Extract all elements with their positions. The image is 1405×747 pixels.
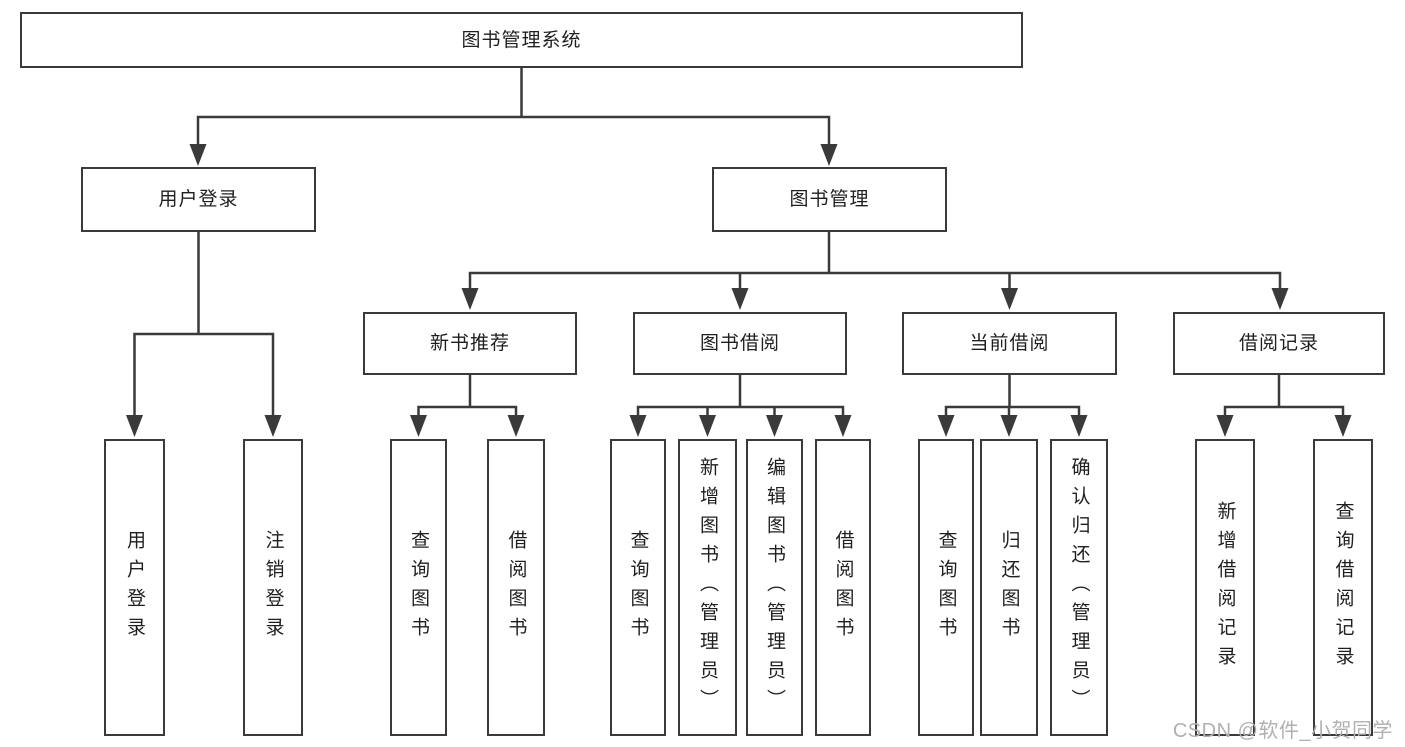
node-borrowing-records: 借阅记录 xyxy=(1173,312,1385,375)
node-return-books: 归还图书 xyxy=(980,439,1038,736)
node-query-books-recommend: 查询图书 xyxy=(390,439,447,736)
node-edit-books-admin-label: 编辑图书（管理员） xyxy=(764,457,785,718)
node-borrow-books-recommend: 借阅图书 xyxy=(487,439,545,736)
node-query-books-borrowing-label: 查询图书 xyxy=(627,529,649,646)
node-borrow-books-recommend-label: 借阅图书 xyxy=(505,529,527,646)
node-edit-books-admin: 编辑图书（管理员） xyxy=(746,439,803,736)
node-borrow-books-borrowing: 借阅图书 xyxy=(815,439,871,736)
node-book-borrowing-label: 图书借阅 xyxy=(699,333,780,354)
node-book-borrowing: 图书借阅 xyxy=(633,312,847,375)
node-query-books-current-label: 查询图书 xyxy=(935,529,957,646)
edge-book-management-children xyxy=(461,230,1289,310)
node-query-books-current: 查询图书 xyxy=(918,439,974,736)
node-current-borrowing-label: 当前借阅 xyxy=(969,333,1050,354)
edge-current-borrowing-children xyxy=(937,373,1088,437)
csdn-watermark: CSDN @软件_小贺同学 xyxy=(1172,720,1393,742)
node-new-book-recommend-label: 新书推荐 xyxy=(429,333,510,354)
node-logout: 注销登录 xyxy=(243,439,303,736)
node-return-books-label: 归还图书 xyxy=(998,529,1020,646)
edge-borrowing-records-children xyxy=(1216,373,1352,437)
node-book-management: 图书管理 xyxy=(712,167,947,232)
node-query-books-recommend-label: 查询图书 xyxy=(408,529,429,646)
node-root-label: 图书管理系统 xyxy=(461,29,582,51)
node-query-borrow-record-label: 查询借阅记录 xyxy=(1332,500,1354,675)
node-book-management-label: 图书管理 xyxy=(789,189,870,210)
edge-new-book-recommend-children xyxy=(410,373,525,437)
node-query-books-borrowing: 查询图书 xyxy=(610,439,666,736)
node-confirm-return-admin: 确认归还（管理员） xyxy=(1050,439,1108,736)
node-current-borrowing: 当前借阅 xyxy=(902,312,1117,375)
node-user-login-leaf-label: 用户登录 xyxy=(124,529,145,646)
node-borrow-books-borrowing-label: 借阅图书 xyxy=(832,529,854,646)
node-add-borrow-record: 新增借阅记录 xyxy=(1195,439,1255,736)
node-user-login-leaf: 用户登录 xyxy=(104,439,165,736)
node-borrowing-records-label: 借阅记录 xyxy=(1238,333,1319,354)
node-add-books-admin: 新增图书（管理员） xyxy=(678,439,737,736)
edge-root-to-level2 xyxy=(189,66,838,166)
node-root: 图书管理系统 xyxy=(20,12,1023,68)
node-user-login: 用户登录 xyxy=(81,167,316,232)
node-user-login-label: 用户登录 xyxy=(158,189,239,210)
edge-book-borrowing-children xyxy=(629,373,852,437)
node-new-book-recommend: 新书推荐 xyxy=(363,312,577,375)
node-query-borrow-record: 查询借阅记录 xyxy=(1313,439,1373,736)
node-add-borrow-record-label: 新增借阅记录 xyxy=(1214,500,1236,675)
node-add-books-admin-label: 新增图书（管理员） xyxy=(697,457,718,718)
node-confirm-return-admin-label: 确认归还（管理员） xyxy=(1068,457,1090,718)
node-logout-label: 注销登录 xyxy=(262,529,284,646)
edge-user-login-children xyxy=(126,230,282,437)
